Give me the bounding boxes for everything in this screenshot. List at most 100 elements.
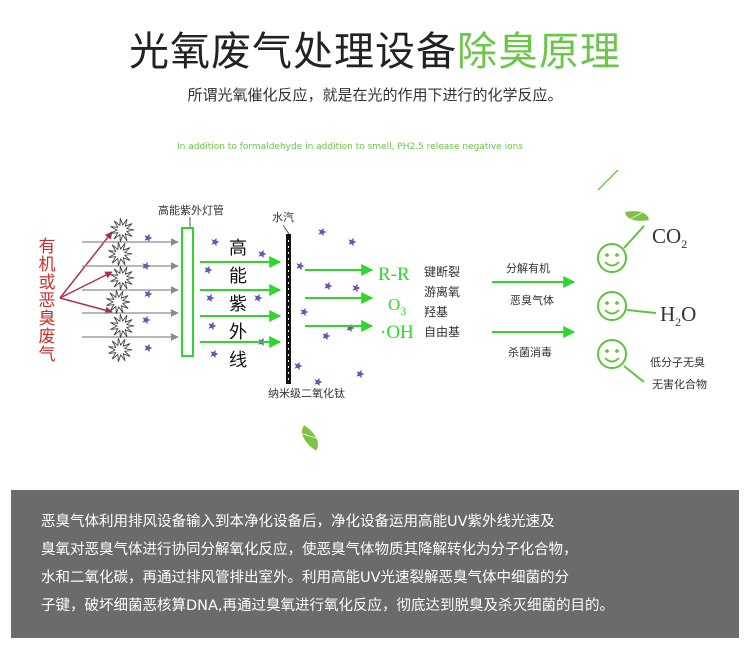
input-label-char: 机 (39, 255, 56, 275)
smiley-icon (597, 291, 627, 321)
smiley-connector (623, 225, 645, 249)
radical-note: 羟基 (424, 304, 448, 319)
purple-star (300, 307, 309, 317)
input-label-char: 臭 (39, 309, 56, 329)
result-line1: 低分子无臭 (650, 355, 705, 369)
radical-o3: O3 (388, 295, 406, 318)
red-branch-arrow (59, 271, 113, 299)
gas-inflow-arrows (82, 238, 179, 341)
smiley-eye (615, 253, 619, 257)
uv-label-char: 能 (229, 266, 247, 287)
uv-label-char: 高 (229, 238, 247, 259)
smiley-eye (615, 349, 619, 353)
purple-star (211, 237, 220, 247)
lamp-label: 高能紫外灯管 (158, 203, 224, 217)
vapor-label: 水汽 (272, 210, 294, 224)
input-label-char: 恶 (39, 291, 56, 311)
purple-star (254, 293, 263, 303)
odor-bursts (106, 217, 135, 363)
titanium-bar (286, 234, 291, 384)
smiley-eye (605, 253, 609, 257)
odor-burst (106, 289, 131, 315)
purple-star (294, 361, 303, 371)
purple-star (204, 265, 213, 275)
input-label-char: 废 (39, 327, 56, 347)
smiley-eye (615, 301, 619, 305)
purple-star (348, 237, 357, 247)
process-top-line2: 恶臭气体 (510, 293, 554, 307)
red-branch-arrows (59, 231, 113, 314)
uv-label-char: 外 (229, 322, 247, 343)
input-label-char: 或 (39, 273, 56, 293)
description-line-4: 子键，破坏细菌恶核算DNA,再通过臭氧进行氧化反应，彻底达到脱臭及杀灭细菌的目的… (41, 598, 615, 614)
odor-burst (110, 313, 135, 339)
page-subtitle: 所谓光氧催化反应，就是在光的作用下进行的化学反应。 (187, 86, 563, 104)
input-label-char: 有 (39, 237, 56, 257)
smiley-icon (597, 243, 627, 273)
title-main: 光氧废气处理设备 (129, 29, 457, 75)
radical-note: 自由基 (424, 325, 460, 339)
result-smileys (597, 225, 657, 383)
purple-star (142, 261, 151, 271)
product-co2: CO2 (652, 224, 687, 251)
purple-star (322, 331, 331, 341)
smiley-face (597, 291, 627, 321)
odor-burst (108, 241, 133, 267)
vapor-pointer (282, 224, 290, 235)
purple-star (258, 249, 267, 259)
purple-star (324, 281, 333, 291)
input-label-char: 气 (39, 345, 56, 365)
smiley-connector (623, 365, 645, 383)
radical-note: 游离氧 (424, 284, 460, 299)
smiley-mouth (604, 261, 620, 267)
result-line2: 无害化合物 (652, 377, 707, 391)
smiley-mouth (604, 309, 620, 315)
uv-arrows (200, 256, 282, 348)
smiley-icon (597, 339, 627, 369)
smiley-eye (605, 349, 609, 353)
description-line-1: 恶臭气体利用排风设备输入到本净化设备后，净化设备运用高能UV紫外线光速及 (41, 514, 555, 530)
red-branch-arrow (59, 231, 113, 299)
purple-star (208, 321, 217, 331)
uv-label-char: 线 (229, 350, 247, 371)
red-branch-arrow (59, 297, 113, 314)
purple-star (346, 323, 355, 333)
decor-diagonal-2 (597, 170, 619, 191)
titanium-label: 纳米级二氧化钛 (268, 386, 345, 400)
odor-burst (108, 337, 133, 363)
purple-star (142, 315, 151, 325)
uv-label-char: 紫 (229, 294, 247, 315)
radical-rr: R-R (378, 264, 410, 285)
purple-star (314, 377, 323, 387)
purple-star (352, 283, 361, 293)
smiley-eye (605, 301, 609, 305)
uv-lamp-tube (181, 227, 194, 357)
page-title: 光氧废气处理设备除臭原理 (0, 26, 750, 78)
odor-burst (110, 265, 135, 291)
odor-burst (110, 217, 135, 243)
radical-oh: ·OH (380, 322, 414, 343)
purple-star (206, 293, 215, 303)
purple-star (210, 349, 219, 359)
catalyst-arrows (305, 264, 374, 332)
product-h2o: H2O (660, 302, 696, 329)
title-accent: 除臭原理 (457, 29, 621, 75)
purple-star (144, 343, 153, 353)
purple-star (318, 227, 327, 237)
purple-star (144, 233, 153, 243)
purple-star (296, 261, 305, 271)
description-line-2: 臭氧对恶臭气体进行协同分解氧化反应，使恶臭气体物质其降解转化为分子化合物， (41, 542, 578, 558)
purple-star (356, 369, 365, 379)
smiley-face (597, 339, 627, 369)
particle-stars (142, 227, 365, 387)
decor-diagonal (597, 170, 619, 191)
description-line-3: 水和二氧化碳，再通过排风管排出室外。利用高能UV光速裂解恶臭气体中细菌的分 (41, 570, 570, 586)
smiley-face (597, 243, 627, 273)
description-panel: 恶臭气体利用排风设备输入到本净化设备后，净化设备运用高能UV紫外线光速及 臭氧对… (11, 490, 739, 638)
process-top-line1: 分解有机 (506, 261, 550, 275)
purple-star (144, 289, 153, 299)
process-bottom-label: 杀菌消毒 (508, 345, 552, 359)
